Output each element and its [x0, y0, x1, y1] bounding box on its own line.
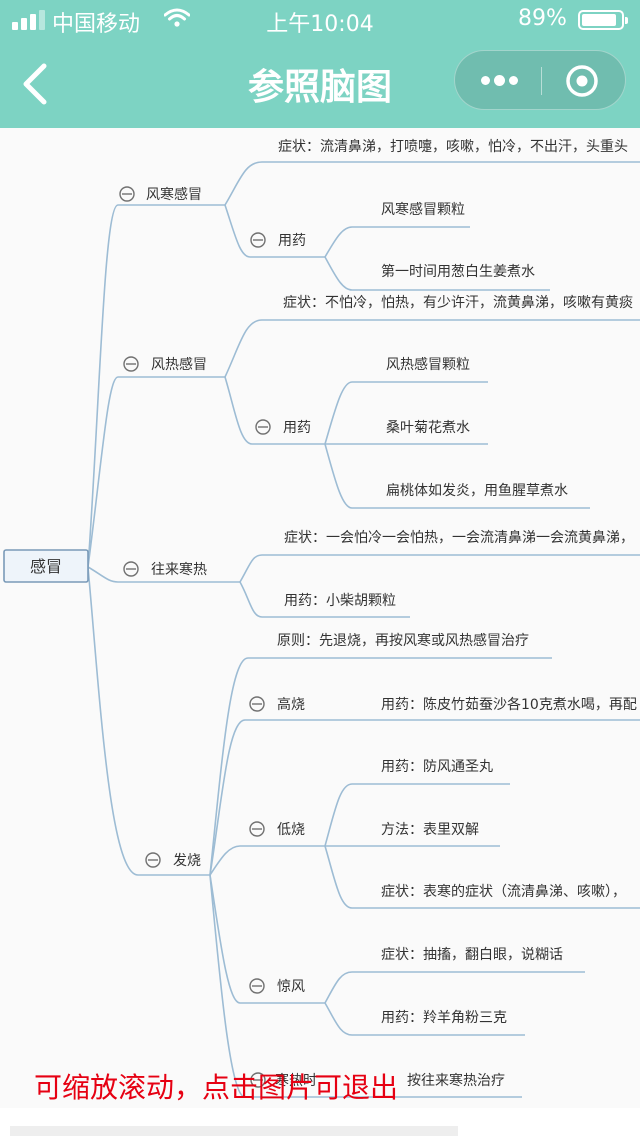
root-node-box[interactable] [3, 549, 89, 583]
signal-icon [12, 8, 45, 30]
capsule-divider [541, 67, 542, 95]
header-bar: 中国移动 上午10:04 89% 参照脑图 [0, 0, 640, 128]
leaf-alt-med: 用药：小柴胡颗粒 [284, 593, 396, 609]
node-alternating: 往来寒热 [151, 561, 207, 578]
chevron-left-icon[interactable] [14, 60, 58, 108]
battery-percent-label: 89% [518, 6, 567, 31]
node-heat-wind: 风热感冒 [151, 356, 207, 373]
leaf-fever-principle: 原则：先退烧，再按风寒或风热感冒治疗 [277, 632, 529, 649]
collapse-toggles [119, 186, 271, 1088]
more-dots-icon[interactable] [455, 51, 541, 111]
collapse-icon[interactable] [249, 978, 265, 994]
mini-program-capsule [454, 50, 626, 110]
leaf-heat-symptom: 症状：不怕冷，怕热，有少许汗，流黄鼻涕，咳嗽有黄痰 [283, 294, 633, 311]
leaf-heat-med1: 风热感冒颗粒 [386, 356, 470, 373]
wifi-icon [164, 8, 190, 27]
mindmap-image[interactable]: 感冒 风寒感冒 症状：流清鼻涕，打喷嚏，咳嗽，怕冷，不出汗，头重头 用药 风寒感… [0, 128, 640, 1108]
battery-icon [578, 10, 628, 30]
collapse-icon[interactable] [119, 186, 135, 202]
leaf-high-med: 用药：陈皮竹茹蚕沙各10克煮水喝，再配 [381, 696, 637, 713]
leaf-low-method: 方法：表里双解 [381, 822, 479, 838]
collapse-icon[interactable] [255, 419, 271, 435]
target-circle-icon[interactable] [541, 51, 627, 111]
leaf-alt-fever: 按往来寒热治疗 [407, 1072, 505, 1089]
status-bar: 中国移动 上午10:04 89% [0, 0, 640, 40]
node-cold-med: 用药 [278, 233, 306, 249]
leaf-conv-symptom: 症状：抽搐，翻白眼，说糊话 [381, 946, 563, 963]
leaf-cold-med2: 第一时间用葱白生姜煮水 [381, 263, 535, 280]
leaf-conv-med: 用药：羚羊角粉三克 [381, 1010, 507, 1026]
collapse-icon[interactable] [249, 696, 265, 712]
leaf-cold-med1: 风寒感冒颗粒 [381, 201, 465, 218]
mindmap-canvas: 感冒 风寒感冒 症状：流清鼻涕，打喷嚏，咳嗽，怕冷，不出汗，头重头 用药 风寒感… [3, 138, 640, 1098]
collapse-icon[interactable] [249, 821, 265, 837]
leaf-alt-symptom: 症状：一会怕冷一会怕热，一会流清鼻涕一会流黄鼻涕， [284, 529, 634, 546]
node-convulsion: 惊风 [277, 979, 305, 995]
collapse-icon[interactable] [123, 356, 139, 372]
mindmap-connectors [87, 161, 640, 1098]
leaf-heat-med2: 桑叶菊花煮水 [386, 420, 470, 436]
collapse-icon[interactable] [250, 232, 266, 248]
node-low-fever: 低烧 [277, 822, 305, 838]
collapse-icon[interactable] [123, 561, 139, 577]
leaf-low-med: 用药：防风通圣丸 [381, 759, 493, 775]
collapse-icon[interactable] [250, 1072, 266, 1088]
leaf-low-symptom: 症状：表寒的症状（流清鼻涕、咳嗽）， [381, 883, 626, 900]
node-cold-wind: 风寒感冒 [146, 186, 202, 203]
root-node: 感冒 [30, 557, 62, 576]
carrier-label: 中国移动 [52, 12, 141, 37]
clock-label: 上午10:04 [266, 12, 374, 37]
bottom-strip-bar [10, 1126, 458, 1136]
node-fever: 发烧 [173, 853, 201, 869]
leaf-heat-med3: 扁桃体如发炎，用鱼腥草煮水 [386, 482, 568, 499]
zoom-hint: 可缩放滚动，点击图片可退出 [34, 1071, 399, 1104]
leaf-cold-symptom: 症状：流清鼻涕，打喷嚏，咳嗽，怕冷，不出汗，头重头 [278, 138, 628, 155]
node-heat-med: 用药 [283, 420, 311, 436]
node-alt-fever: 寒热时 [275, 1072, 317, 1089]
page-title: 参照脑图 [247, 67, 392, 108]
node-high-fever: 高烧 [277, 696, 305, 713]
collapse-icon[interactable] [145, 852, 161, 868]
bottom-strip [0, 1108, 640, 1136]
